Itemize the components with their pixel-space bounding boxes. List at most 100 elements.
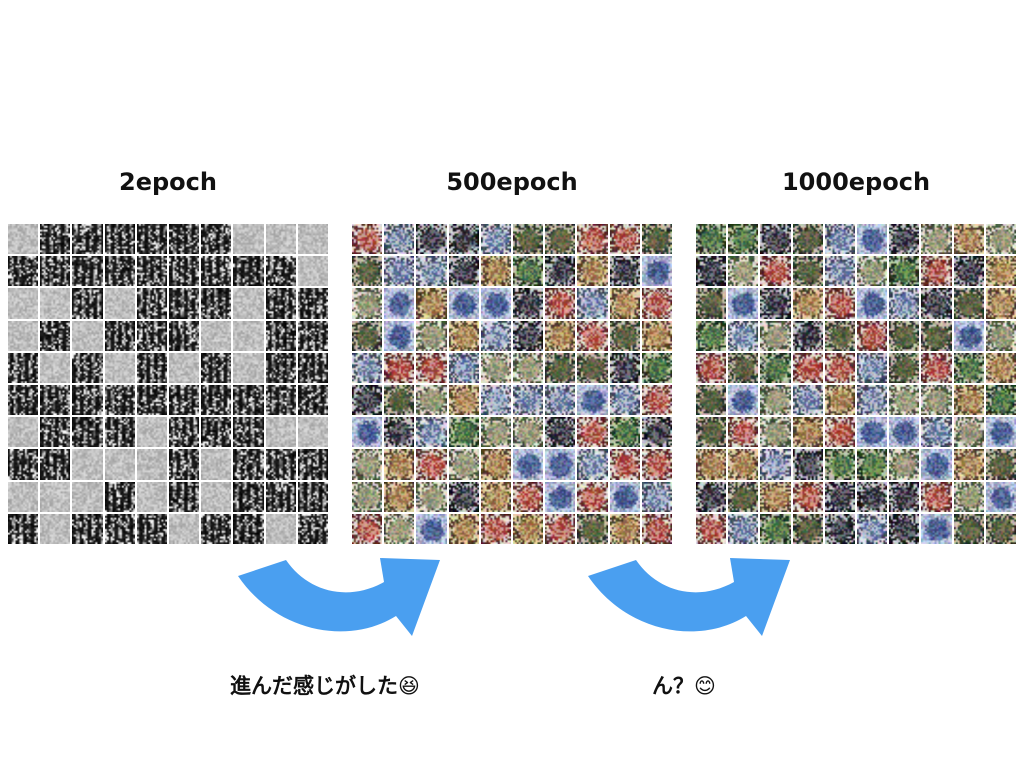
generated-sample-thumbnail bbox=[921, 417, 952, 448]
generated-sample-thumbnail bbox=[728, 481, 759, 512]
generated-sample-thumbnail bbox=[297, 513, 328, 545]
generated-sample-thumbnail bbox=[8, 449, 39, 480]
generated-sample-thumbnail bbox=[792, 320, 823, 351]
generated-sample-thumbnail bbox=[760, 513, 791, 545]
generated-sample-thumbnail bbox=[728, 320, 759, 351]
generated-sample-thumbnail bbox=[448, 320, 479, 351]
generated-sample-thumbnail bbox=[696, 449, 727, 480]
generated-sample-thumbnail bbox=[233, 256, 264, 287]
generated-sample-thumbnail bbox=[513, 385, 544, 416]
generated-sample-thumbnail bbox=[384, 417, 415, 448]
generated-sample-thumbnail bbox=[352, 481, 383, 512]
generated-sample-thumbnail bbox=[889, 256, 920, 287]
generated-sample-thumbnail bbox=[169, 449, 200, 480]
generated-sample-thumbnail bbox=[728, 352, 759, 384]
generated-sample-thumbnail bbox=[136, 481, 167, 512]
generated-sample-thumbnail bbox=[233, 449, 264, 480]
generated-sample-thumbnail bbox=[72, 481, 103, 512]
generated-sample-thumbnail bbox=[352, 385, 383, 416]
generated-sample-thumbnail bbox=[641, 224, 672, 255]
generated-sample-thumbnail bbox=[233, 320, 264, 351]
generated-sample-thumbnail bbox=[609, 256, 640, 287]
generated-sample-thumbnail bbox=[136, 320, 167, 351]
generated-sample-thumbnail bbox=[448, 352, 479, 384]
generated-sample-thumbnail bbox=[985, 224, 1016, 255]
generated-sample-thumbnail bbox=[824, 288, 855, 319]
generated-sample-thumbnail bbox=[104, 352, 135, 384]
generated-sample-thumbnail bbox=[889, 224, 920, 255]
generated-sample-thumbnail bbox=[201, 288, 232, 319]
generated-sample-thumbnail bbox=[297, 352, 328, 384]
generated-sample-thumbnail bbox=[352, 288, 383, 319]
generated-sample-thumbnail bbox=[760, 417, 791, 448]
generated-sample-thumbnail bbox=[72, 513, 103, 545]
generated-sample-thumbnail bbox=[169, 288, 200, 319]
generated-sample-thumbnail bbox=[792, 352, 823, 384]
generated-sample-thumbnail bbox=[577, 513, 608, 545]
generated-sample-thumbnail bbox=[857, 288, 888, 319]
generated-sample-thumbnail bbox=[513, 352, 544, 384]
generated-sample-thumbnail bbox=[760, 288, 791, 319]
generated-sample-thumbnail bbox=[696, 385, 727, 416]
generated-sample-thumbnail bbox=[136, 513, 167, 545]
caption-progress: 進んだ感じがした😆 bbox=[230, 674, 420, 698]
generated-sample-thumbnail bbox=[921, 449, 952, 480]
generated-sample-thumbnail bbox=[760, 224, 791, 255]
generated-sample-thumbnail bbox=[760, 385, 791, 416]
generated-sample-thumbnail bbox=[104, 449, 135, 480]
generated-sample-thumbnail bbox=[8, 288, 39, 319]
generated-sample-thumbnail bbox=[696, 320, 727, 351]
generated-sample-thumbnail bbox=[609, 352, 640, 384]
generated-sample-thumbnail bbox=[513, 513, 544, 545]
generated-sample-thumbnail bbox=[953, 224, 984, 255]
generated-sample-thumbnail bbox=[985, 352, 1016, 384]
generated-sample-thumbnail bbox=[545, 513, 576, 545]
generated-sample-thumbnail bbox=[609, 481, 640, 512]
generated-sample-thumbnail bbox=[577, 224, 608, 255]
generated-sample-thumbnail bbox=[577, 256, 608, 287]
generated-sample-thumbnail bbox=[760, 481, 791, 512]
generated-sample-thumbnail bbox=[953, 513, 984, 545]
generated-sample-thumbnail bbox=[824, 385, 855, 416]
generated-sample-thumbnail bbox=[104, 481, 135, 512]
generated-sample-thumbnail bbox=[384, 481, 415, 512]
generated-sample-thumbnail bbox=[169, 481, 200, 512]
curved-arrow-icon bbox=[588, 558, 790, 636]
generated-sample-thumbnail bbox=[696, 417, 727, 448]
generated-sample-thumbnail bbox=[233, 513, 264, 545]
generated-sample-thumbnail bbox=[953, 385, 984, 416]
generated-sample-thumbnail bbox=[728, 256, 759, 287]
generated-sample-thumbnail bbox=[448, 288, 479, 319]
generated-sample-thumbnail bbox=[40, 288, 71, 319]
generated-sample-thumbnail bbox=[824, 481, 855, 512]
generated-sample-thumbnail bbox=[577, 320, 608, 351]
generated-sample-thumbnail bbox=[104, 256, 135, 287]
generated-sample-thumbnail bbox=[40, 417, 71, 448]
generated-sample-thumbnail bbox=[480, 417, 511, 448]
generated-sample-thumbnail bbox=[265, 417, 296, 448]
generated-sample-thumbnail bbox=[72, 256, 103, 287]
generated-sample-thumbnail bbox=[72, 449, 103, 480]
generated-sample-thumbnail bbox=[169, 417, 200, 448]
generated-sample-thumbnail bbox=[265, 288, 296, 319]
generated-sample-thumbnail bbox=[416, 320, 447, 351]
generated-sample-thumbnail bbox=[889, 320, 920, 351]
generated-sample-thumbnail bbox=[545, 224, 576, 255]
generated-sample-thumbnail bbox=[792, 513, 823, 545]
generated-sample-thumbnail bbox=[696, 224, 727, 255]
generated-sample-thumbnail bbox=[40, 449, 71, 480]
generated-sample-thumbnail bbox=[792, 288, 823, 319]
generated-sample-thumbnail bbox=[889, 352, 920, 384]
generated-sample-thumbnail bbox=[641, 481, 672, 512]
generated-sample-thumbnail bbox=[545, 417, 576, 448]
generated-sample-thumbnail bbox=[297, 449, 328, 480]
generated-sample-thumbnail bbox=[824, 352, 855, 384]
generated-sample-thumbnail bbox=[40, 320, 71, 351]
panel-label-1000epoch: 1000epoch bbox=[781, 168, 931, 196]
generated-sample-thumbnail bbox=[609, 417, 640, 448]
generated-sample-thumbnail bbox=[480, 449, 511, 480]
generated-sample-thumbnail bbox=[953, 481, 984, 512]
generated-sample-thumbnail bbox=[857, 352, 888, 384]
generated-sample-thumbnail bbox=[104, 288, 135, 319]
